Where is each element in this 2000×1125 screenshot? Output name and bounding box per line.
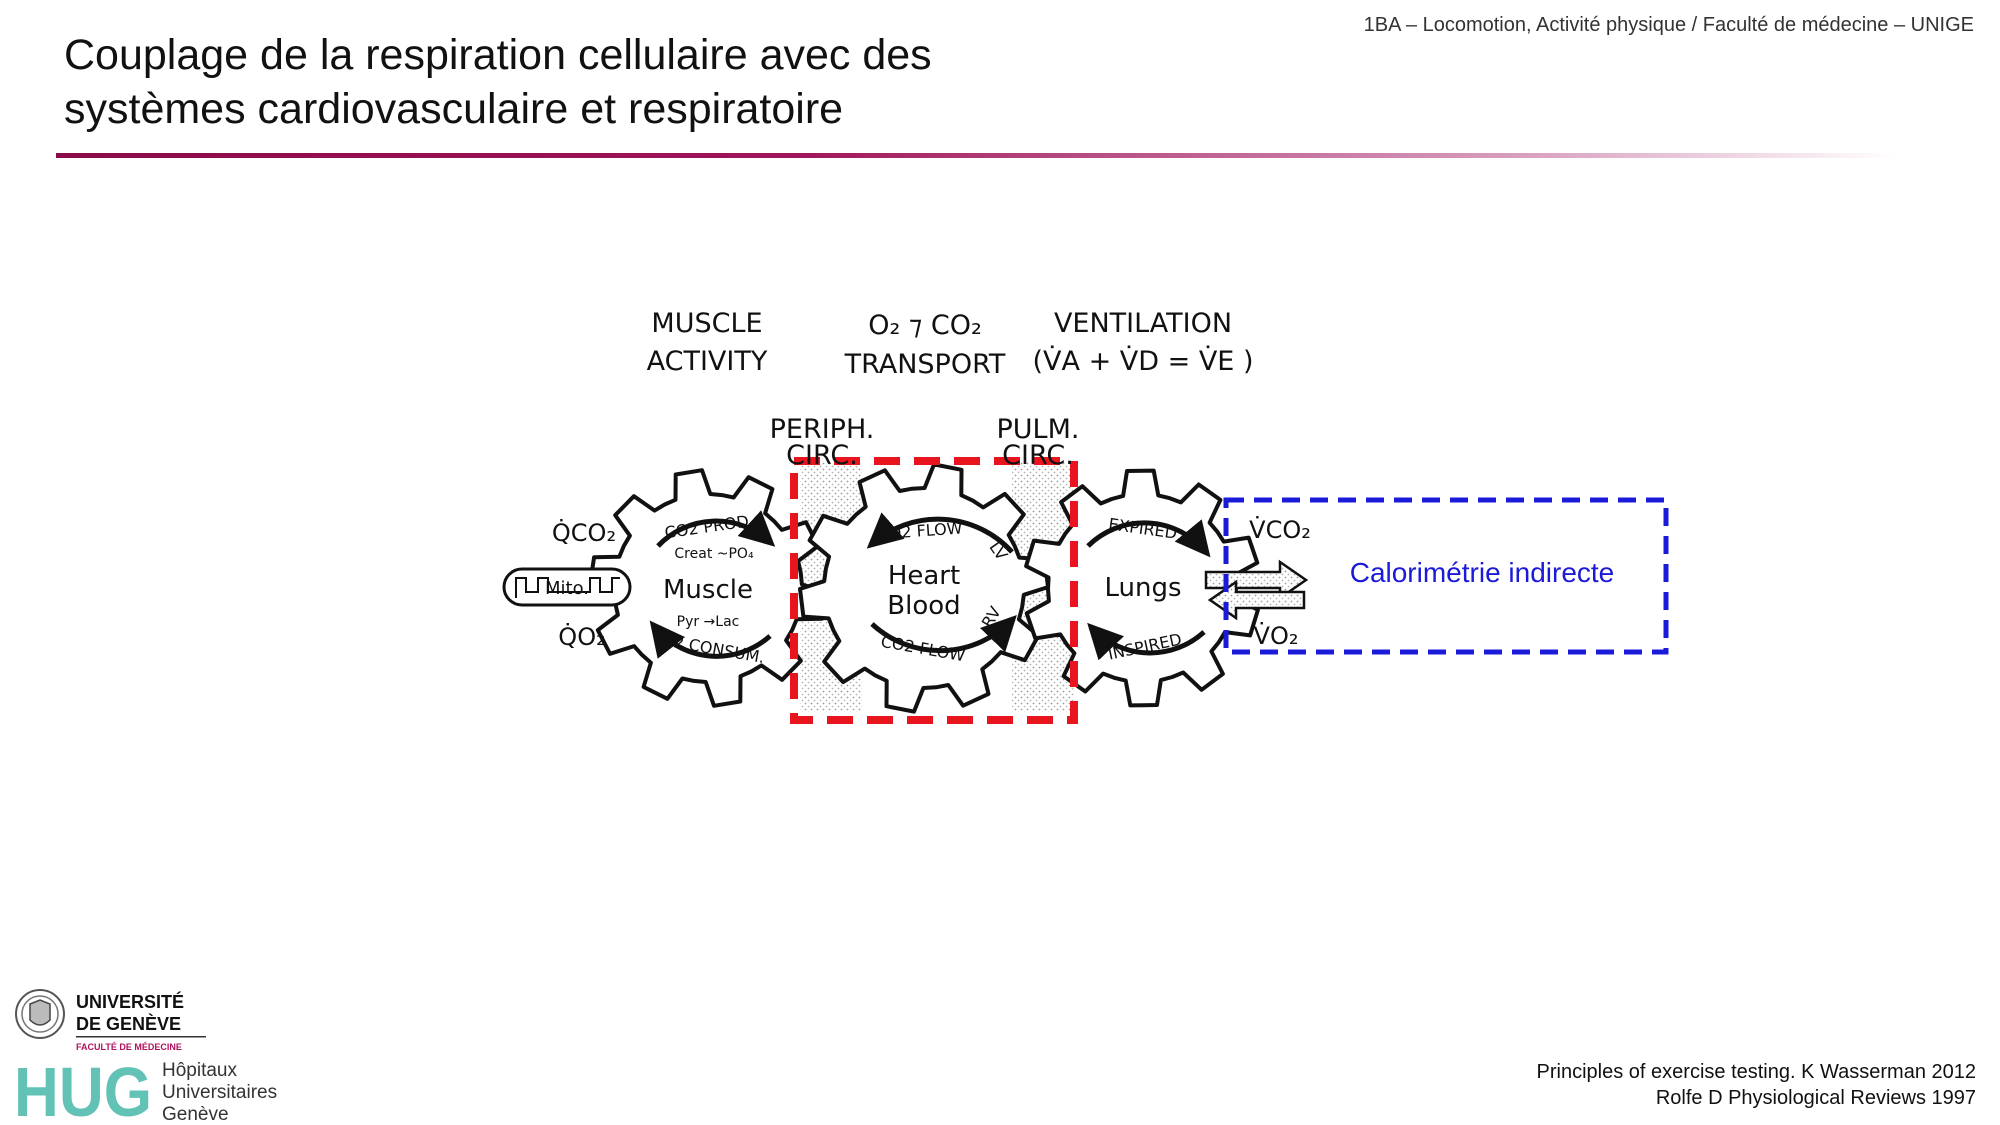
muscle-inner-top-label: Creat ~PO₄	[674, 546, 754, 562]
hug-name-line-3: Genève	[162, 1104, 229, 1124]
heart-top-arc-arrow	[866, 512, 1014, 554]
pulm-circ-label-2: CIRC.	[1002, 440, 1074, 471]
muscle-top-arc-arrow	[656, 510, 776, 548]
unige-faculty-label: FACULTÉ DE MÉDECINE	[76, 1042, 182, 1052]
pulm-circ-label-1: PULM.	[997, 414, 1080, 445]
mito-label: Mito.	[545, 578, 589, 599]
cardiovascular-highlight-box	[790, 457, 1078, 724]
heart-bottom-arc-arrow	[870, 614, 1017, 654]
heart-center-label-1: Heart	[888, 561, 960, 591]
lungs-bottom-arc-arrow	[1087, 622, 1206, 661]
periph-circ-label-1: PERIPH.	[770, 414, 875, 445]
mitochondrion-icon	[502, 567, 632, 607]
muscle-center-label: Muscle	[663, 575, 753, 605]
hug-logo: HUG Hôpitaux Universitaires Genève	[14, 1056, 277, 1124]
transport-label-1: O₂ ⁊ CO₂	[868, 310, 982, 341]
gas-exchange-arrows	[1204, 559, 1309, 621]
references: Principles of exercise testing. K Wasser…	[1537, 1059, 1976, 1111]
title-line-1: Couplage de la respiration cellulaire av…	[64, 31, 932, 79]
unige-name-line-2: DE GENÈVE	[76, 1013, 181, 1034]
muscle-inner-bottom-label: Pyr →Lac	[677, 614, 740, 630]
muscle-bottom-arc-arrow	[649, 620, 772, 659]
periph-circ-label-2: CIRC.	[786, 440, 858, 471]
qco2-label: Q̇CO₂	[552, 519, 616, 547]
vco2-label: V̇CO₂	[1249, 516, 1311, 544]
reference-2: Rolfe D Physiological Reviews 1997	[1655, 1087, 1976, 1109]
muscle-activity-label-2: ACTIVITY	[647, 346, 768, 377]
indirect-calorimetry-box	[1223, 497, 1669, 655]
hug-name-line-2: Universitaires	[162, 1082, 277, 1103]
reference-1: Principles of exercise testing. K Wasser…	[1536, 1061, 1976, 1083]
hug-name-line-1: Hôpitaux	[162, 1060, 237, 1081]
ventilation-label-2: (V̇A + V̇D = V̇E )	[1033, 345, 1254, 377]
slide-title: Couplage de la respiration cellulaire av…	[64, 28, 1164, 136]
transport-label-2: TRANSPORT	[844, 349, 1006, 380]
unige-name-line-1: UNIVERSITÉ	[76, 991, 184, 1012]
title-underline	[56, 153, 1896, 158]
hug-mark: HUG	[14, 1056, 152, 1124]
lungs-center-label: Lungs	[1104, 573, 1181, 603]
heart-center-label-2: Blood	[887, 591, 960, 621]
lungs-top-arc-arrow	[1086, 519, 1211, 558]
indirect-calorimetry-label: Calorimétrie indirecte	[1350, 557, 1615, 588]
unige-logo: UNIVERSITÉ DE GENÈVE FACULTÉ DE MÉDECINE	[15, 989, 206, 1052]
qo2-label: Q̇O₂	[558, 623, 605, 651]
vo2-label: V̇O₂	[1254, 622, 1299, 650]
ventilation-label-1: VENTILATION	[1054, 308, 1232, 339]
course-header: 1BA – Locomotion, Activité physique / Fa…	[1363, 14, 1974, 36]
muscle-activity-label-1: MUSCLE	[651, 308, 762, 339]
title-line-2: systèmes cardiovasculaire et respiratoir…	[64, 85, 844, 133]
